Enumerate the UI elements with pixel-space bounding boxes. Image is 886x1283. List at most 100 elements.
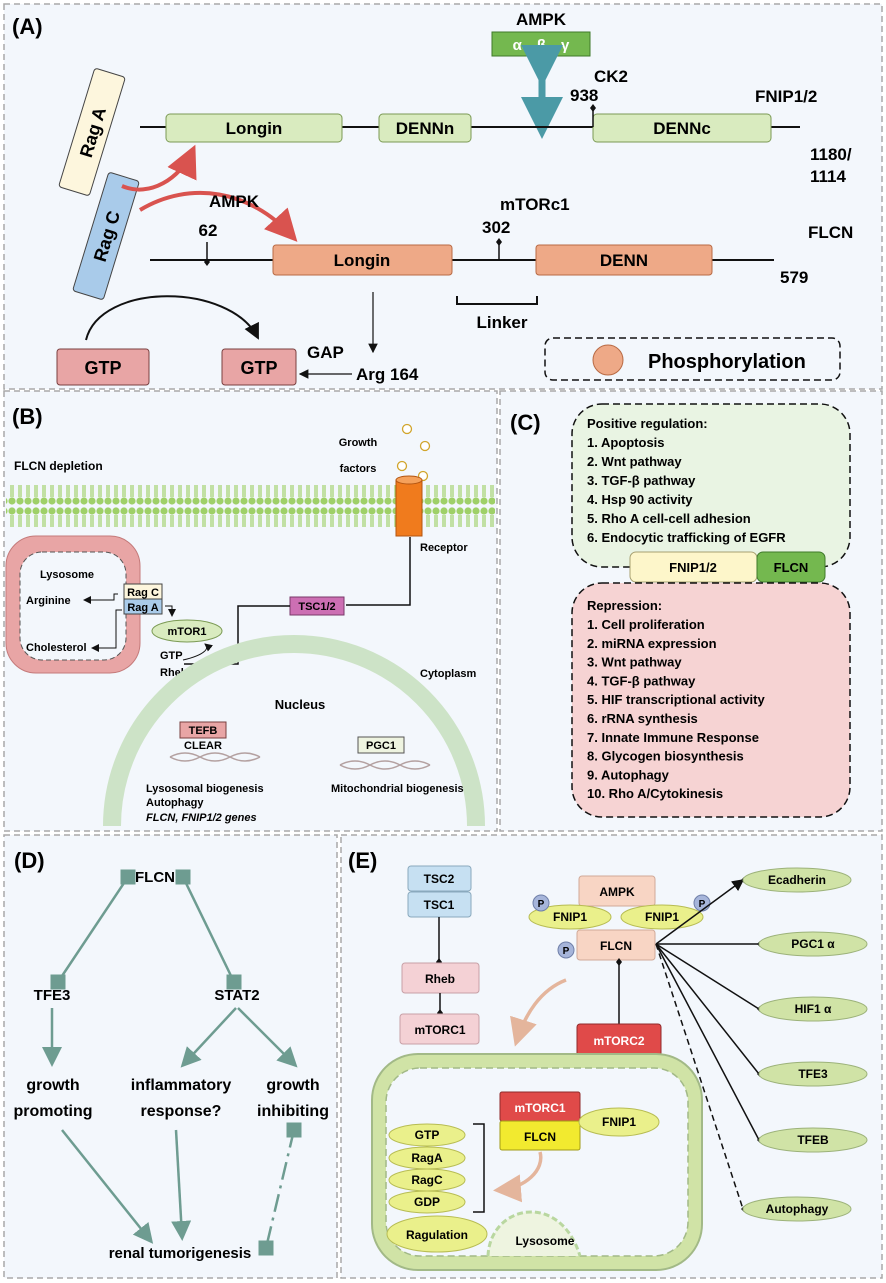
rheb-e-label: Rheb bbox=[425, 972, 455, 986]
receptor-label: Receptor bbox=[420, 542, 468, 554]
rag-mtor-arrow bbox=[165, 605, 176, 617]
fnip1-right-label: FNIP1 bbox=[645, 910, 679, 924]
panel-d-label: (D) bbox=[14, 848, 45, 873]
flcn-length: 579 bbox=[780, 268, 808, 287]
gtp-cycle-arrow bbox=[85, 295, 259, 341]
arg164-label: Arg 164 bbox=[356, 365, 419, 384]
linker-label: Linker bbox=[476, 313, 527, 332]
gdp-e-node bbox=[388, 1190, 466, 1214]
ck2-label: CK2 bbox=[594, 67, 628, 86]
repression-item: 3. Wnt pathway bbox=[587, 655, 682, 670]
tsc12-label: TSC1/2 bbox=[298, 601, 335, 613]
lyso-fnip1-node bbox=[578, 1107, 660, 1137]
positive-regulation-item: 4. Hsp 90 activity bbox=[587, 492, 693, 507]
flcn-tfe3-link bbox=[50, 869, 136, 990]
inflammatory-renal-arrow bbox=[171, 1129, 192, 1241]
growth-promoting-2: promoting bbox=[13, 1103, 92, 1120]
panel-c: (C) Positive regulation: 1. Apoptosis2. … bbox=[499, 390, 883, 832]
autophagy-b-label: Autophagy bbox=[146, 797, 204, 809]
flcn-target-node bbox=[758, 931, 868, 957]
flcn-target-link bbox=[655, 943, 760, 1141]
dennc-domain bbox=[592, 113, 772, 143]
rag-a-longin-arrow bbox=[121, 144, 197, 192]
rag-bracket bbox=[473, 1123, 485, 1213]
rheb-mtor-arrow bbox=[182, 643, 213, 661]
promoting-renal-arrow bbox=[61, 1129, 154, 1244]
mtorc2-lysosome-arrow bbox=[510, 978, 567, 1047]
genes-label: FLCN, FNIP1/2 genes bbox=[146, 812, 257, 824]
flcn-e-label: FLCN bbox=[600, 939, 632, 953]
fnip1-left-node bbox=[528, 904, 612, 930]
pgc1-label: PGC1 bbox=[366, 740, 396, 752]
denn-label: DENN bbox=[600, 251, 648, 270]
flcn-d-label: FLCN bbox=[135, 869, 175, 886]
flcn-mtorc2-end bbox=[616, 958, 622, 966]
receptor bbox=[395, 479, 423, 537]
fnip-length-1: 1180/ bbox=[810, 145, 852, 164]
site-62-label: 62 bbox=[199, 221, 218, 240]
dennn-label: DENNn bbox=[396, 119, 455, 138]
mtorc1-flcn-label: mTORc1 bbox=[500, 195, 570, 214]
flcn-target-label: PGC1 α bbox=[791, 937, 835, 951]
flcn-target-label: HIF1 α bbox=[795, 1002, 832, 1016]
flcn-e-box bbox=[576, 929, 656, 961]
panel-e: (E) TSC2 TSC1 Rheb mTORC1 AMPK FNIP1 FNI… bbox=[340, 834, 883, 1279]
flcn-target-node bbox=[758, 1061, 868, 1087]
ragulation-node bbox=[386, 1215, 488, 1253]
cholesterol-label: Cholesterol bbox=[26, 642, 87, 654]
site-62-diamond bbox=[204, 258, 210, 266]
flcn-c-label: FLCN bbox=[774, 560, 809, 575]
linker-bracket bbox=[456, 296, 538, 305]
flcn-target-link bbox=[655, 943, 760, 1075]
fnip-length-2: 1114 bbox=[810, 167, 846, 186]
fnip1-right-node bbox=[620, 904, 704, 930]
mtorc1-e-label: mTORC1 bbox=[414, 1023, 465, 1037]
rag-a-b-label: Rag A bbox=[127, 602, 158, 614]
fnip1-left-label: FNIP1 bbox=[553, 910, 587, 924]
tsc2-box bbox=[407, 865, 472, 892]
receptor-tsc-line bbox=[346, 537, 411, 606]
repression-item: 6. rRNA synthesis bbox=[587, 711, 698, 726]
panel-a-label: (A) bbox=[12, 14, 43, 39]
gtp-e-label: GTP bbox=[415, 1128, 440, 1142]
lysosome-vesicle bbox=[486, 1210, 582, 1257]
gtp-left-box bbox=[56, 348, 150, 386]
positive-regulation-item: 3. TGF-β pathway bbox=[587, 473, 696, 488]
cytoplasm-label: Cytoplasm bbox=[420, 668, 476, 680]
phospho-legend-label: Phosphorylation bbox=[648, 351, 806, 373]
positive-regulation-title: Positive regulation: bbox=[587, 416, 708, 431]
pgc1-box bbox=[357, 736, 405, 754]
repression-item: 5. HIF transcriptional activity bbox=[587, 692, 765, 707]
fnip-longin-label: Longin bbox=[226, 119, 283, 138]
repression-item: 8. Glycogen biosynthesis bbox=[587, 749, 744, 764]
flcn-target-label: Ecadherin bbox=[768, 873, 826, 887]
phospho-legend-swatch bbox=[592, 344, 624, 376]
gtp-e-node bbox=[388, 1123, 466, 1147]
raga-e-label: RagA bbox=[411, 1151, 443, 1165]
rag-a-box bbox=[123, 598, 163, 615]
repression-item: 2. miRNA expression bbox=[587, 636, 717, 651]
growth-factors-label-1: Growth bbox=[339, 437, 378, 449]
tefb-label: TEFB bbox=[189, 725, 218, 737]
phospho-marker bbox=[532, 894, 550, 912]
repression-item: 7. Innate Immune Response bbox=[587, 730, 759, 745]
site-938-diamond bbox=[590, 104, 596, 112]
ampk-top-label: AMPK bbox=[516, 10, 567, 29]
clear-label: CLEAR bbox=[184, 740, 222, 752]
flcn-longin-label: Longin bbox=[334, 251, 391, 270]
flcn-target-node bbox=[742, 867, 852, 893]
panel-b: (B) FLCN depletion Growth factors Recept… bbox=[3, 390, 498, 832]
mtor1-label: mTOR1 bbox=[168, 626, 207, 638]
panel-d: (D) FLCN TFE3 STAT2 growth promoting inf… bbox=[3, 834, 338, 1279]
gap-label: GAP bbox=[307, 343, 344, 362]
tefb-box bbox=[179, 721, 227, 739]
panel-a-frame bbox=[3, 3, 883, 390]
flcn-target-link bbox=[655, 943, 760, 1010]
lyso-fnip1-label: FNIP1 bbox=[602, 1115, 636, 1129]
flcn-rag-arrow bbox=[493, 1151, 543, 1203]
lyso-flcn-label: FLCN bbox=[524, 1130, 556, 1144]
dennc-label: DENNc bbox=[653, 119, 711, 138]
flcn-c-box bbox=[756, 551, 826, 583]
